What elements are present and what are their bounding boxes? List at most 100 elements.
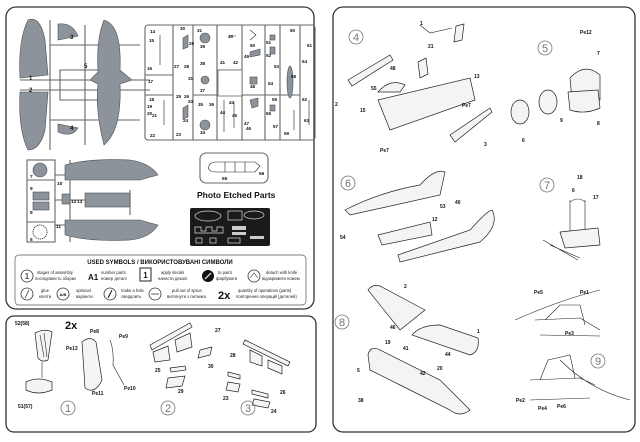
wing-left-part xyxy=(367,285,426,331)
optional-icon xyxy=(56,287,70,301)
step-circle-icon xyxy=(539,177,555,193)
svg-text:6: 6 xyxy=(572,188,575,194)
svg-text:25: 25 xyxy=(155,368,161,374)
svg-text:49: 49 xyxy=(244,54,250,59)
svg-text:55: 55 xyxy=(371,86,377,92)
sprue-a: 1 2 3 4 5 xyxy=(19,18,150,151)
svg-text:Pe8: Pe8 xyxy=(90,329,99,335)
part-label: 12 xyxy=(71,199,77,205)
legend-title: USED SYMBOLS / ВИКОРИСТОВУВАНІ СИМВОЛИ xyxy=(87,260,232,266)
svg-text:48: 48 xyxy=(390,66,396,72)
part-label: 9 xyxy=(30,186,33,192)
step-2: 27 25 30 29 2 xyxy=(149,322,221,416)
svg-text:make a hole: make a hole xyxy=(121,288,144,293)
svg-text:17: 17 xyxy=(148,79,154,84)
svg-text:64: 64 xyxy=(302,59,308,64)
svg-text:свердлить: свердлить xyxy=(121,294,142,299)
parts-panel xyxy=(5,6,315,310)
svg-text:9: 9 xyxy=(560,118,563,124)
legend-item-stages: 1 stages of assembly послідовність зборк… xyxy=(20,269,76,283)
step-circle-icon xyxy=(20,269,34,283)
part xyxy=(200,75,210,85)
seat-cushion-part xyxy=(25,378,53,394)
fuselage-half-part xyxy=(397,209,495,263)
svg-text:23: 23 xyxy=(176,132,182,137)
knife-icon xyxy=(247,269,261,283)
svg-text:3: 3 xyxy=(484,142,487,148)
svg-text:21: 21 xyxy=(428,44,434,50)
svg-text:60: 60 xyxy=(290,28,296,33)
svg-text:послідовність зборки: послідовність зборки xyxy=(35,276,76,281)
svg-text:52: 52 xyxy=(266,53,272,58)
step-circle-icon xyxy=(340,175,356,191)
legend-item-drill: make a hole свердлить xyxy=(103,287,144,301)
part-label: 66 xyxy=(259,171,265,177)
step-8: 8 2 1 46 19 41 44 5 20 42 38 xyxy=(334,284,480,415)
engine-part xyxy=(538,89,558,115)
svg-text:38: 38 xyxy=(200,61,206,66)
sprue-cut-icon xyxy=(148,287,162,301)
svg-text:to paint: to paint xyxy=(218,270,233,275)
svg-text:номер деталі: номер деталі xyxy=(101,276,127,281)
step-circle-icon xyxy=(160,400,176,416)
svg-text:13: 13 xyxy=(474,74,480,80)
legend: USED SYMBOLS / ВИКОРИСТОВУВАНІ СИМВОЛИ 1… xyxy=(14,254,307,306)
svg-text:36: 36 xyxy=(209,102,215,107)
wing-lower-part xyxy=(89,19,133,146)
svg-text:8: 8 xyxy=(597,121,600,127)
svg-text:stages of assembly: stages of assembly xyxy=(37,270,74,275)
part-label: 1 xyxy=(29,76,33,82)
wing-upper-right-part xyxy=(19,91,49,151)
svg-text:46: 46 xyxy=(390,325,396,331)
svg-text:quantity of operations (parts): quantity of operations (parts) xyxy=(238,288,292,293)
svg-text:53: 53 xyxy=(440,204,446,210)
svg-text:4: 4 xyxy=(353,32,359,44)
svg-text:Pe9: Pe9 xyxy=(119,334,128,340)
svg-text:28: 28 xyxy=(230,353,236,359)
step-circle-icon xyxy=(537,40,553,56)
svg-text:40: 40 xyxy=(228,34,234,39)
svg-text:Pe1: Pe1 xyxy=(580,290,589,296)
legend-item-part-number: A1 number parts номер деталі xyxy=(88,270,127,282)
steps-4-9-panel xyxy=(332,6,636,433)
svg-text:41: 41 xyxy=(403,346,409,352)
glue-icon xyxy=(20,287,34,301)
svg-text:повторення операцій (деталей): повторення операцій (деталей) xyxy=(236,294,297,299)
svg-text:25: 25 xyxy=(176,94,182,99)
svg-text:31: 31 xyxy=(197,28,203,33)
elevator-part-3 xyxy=(57,23,79,41)
seat-part xyxy=(81,338,103,391)
cowling-part xyxy=(510,99,530,125)
part-label: 11 xyxy=(56,224,61,230)
step-4: 4 1 21 48 13 55 2 Pe7 15 Pe7 3 xyxy=(335,21,493,154)
legend-item-sprue: pull out of sprue витягнути з литника xyxy=(148,287,206,301)
svg-text:18: 18 xyxy=(149,97,155,102)
svg-text:51: 51 xyxy=(266,40,272,45)
svg-text:1: 1 xyxy=(143,271,148,280)
svg-text:53: 53 xyxy=(274,64,280,69)
part-label: 5 xyxy=(84,64,88,70)
svg-text:A/B: A/B xyxy=(60,292,67,297)
fuselage-half-part xyxy=(344,170,446,216)
svg-text:29: 29 xyxy=(178,389,184,395)
svg-text:34: 34 xyxy=(200,130,206,135)
svg-text:37: 37 xyxy=(200,88,206,93)
part-label: 8 xyxy=(30,210,33,216)
step-7: 7 18 6 17 xyxy=(539,175,601,261)
svg-text:30: 30 xyxy=(180,26,186,31)
part-label: 13 xyxy=(77,199,83,205)
wing-upper-left-part xyxy=(19,18,49,79)
svg-text:detach with knife: detach with knife xyxy=(266,270,298,275)
svg-text:15: 15 xyxy=(360,108,366,114)
svg-text:29: 29 xyxy=(189,41,195,46)
elevator-part-4 xyxy=(57,123,79,135)
svg-text:24: 24 xyxy=(183,118,189,123)
svg-text:27: 27 xyxy=(174,64,180,69)
svg-text:38: 38 xyxy=(358,398,364,404)
svg-text:apply decals: apply decals xyxy=(161,270,184,275)
svg-text:55: 55 xyxy=(272,97,278,102)
legend-item-paint: to paint фарбувати xyxy=(202,270,238,282)
svg-text:number parts: number parts xyxy=(101,270,126,275)
decal-icon xyxy=(139,267,152,282)
svg-text:43: 43 xyxy=(229,100,235,105)
